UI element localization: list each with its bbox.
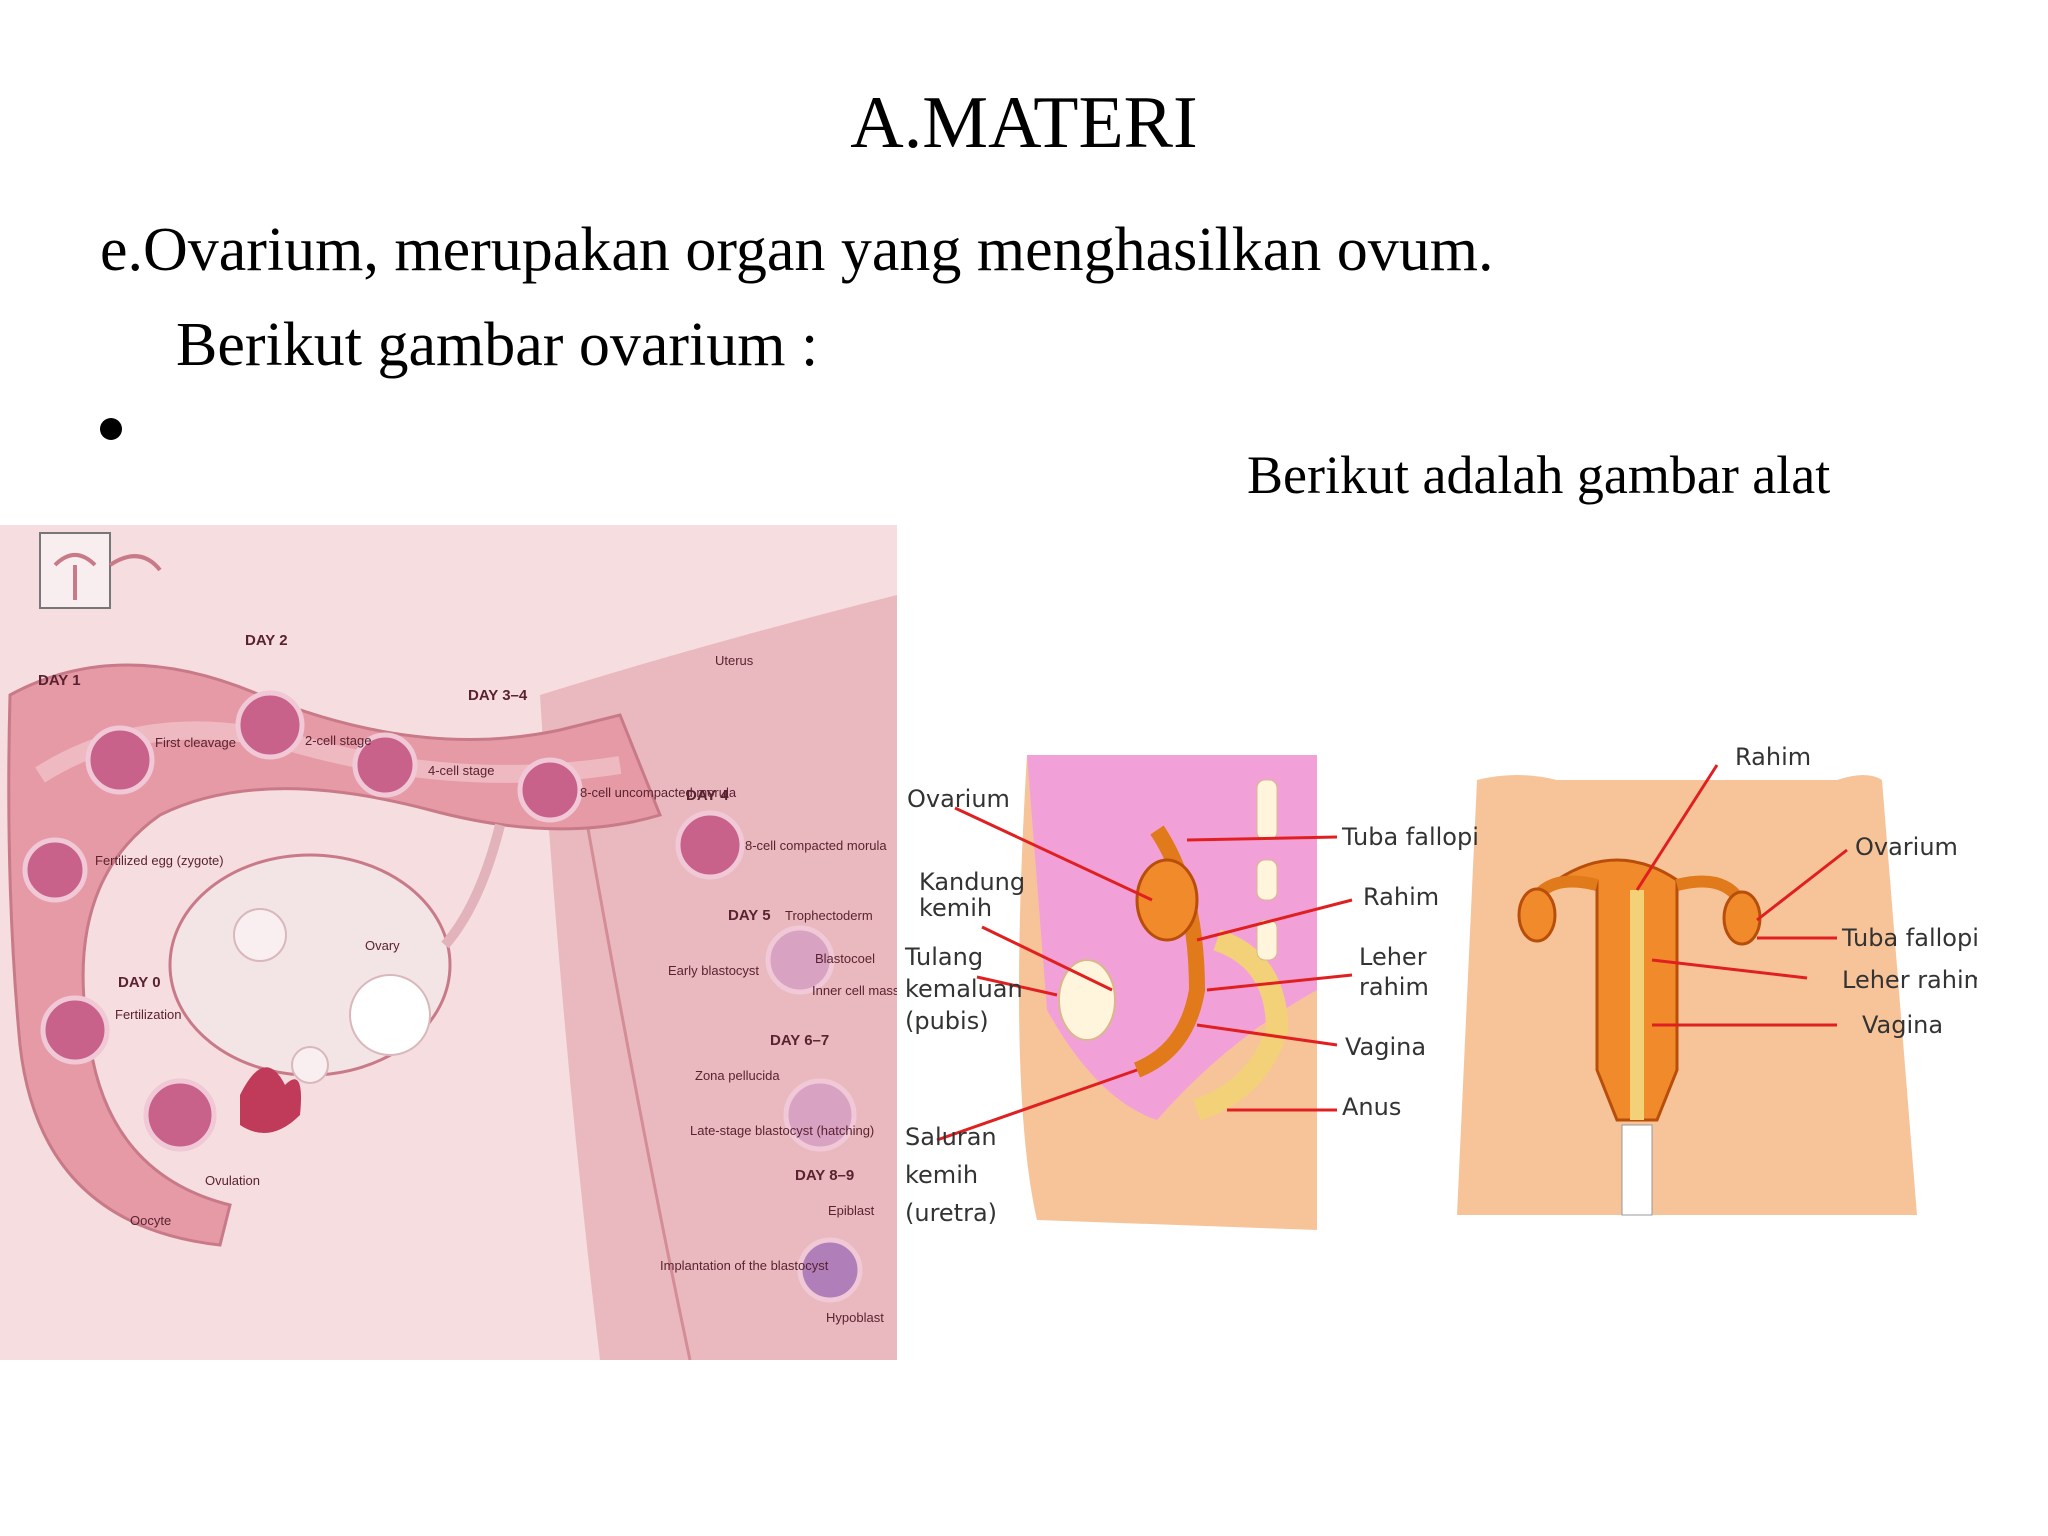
label-day0: DAY 0: [118, 974, 161, 991]
embryo-cell: [235, 690, 305, 760]
fallopian-tube-shape: [7, 663, 663, 1247]
label-implantation: Implantation of the blastocyst: [660, 1258, 829, 1273]
label-early-blastocyst: Early blastocyst: [668, 963, 759, 978]
label-oocyte: Oocyte: [130, 1213, 171, 1228]
label-uterus: Uterus: [715, 653, 754, 668]
label-first-cleavage: First cleavage: [155, 735, 236, 750]
label-day34: DAY 3–4: [468, 687, 528, 704]
label-day1: DAY 1: [38, 672, 81, 689]
label-day67: DAY 6–7: [770, 1032, 829, 1049]
label-trophectoderm: Trophectoderm: [785, 908, 873, 923]
label-day5: DAY 5: [728, 907, 771, 924]
label-four-cell: 4-cell stage: [428, 763, 494, 778]
embryo-cell: [143, 1078, 217, 1152]
embryo-cell: [517, 757, 583, 823]
front-view-diagram: [1457, 775, 1917, 1216]
label-side-rahim: Rahim: [1363, 883, 1439, 911]
side-view-diagram: [1019, 755, 1317, 1230]
embryo-cell: [352, 732, 418, 798]
label-front-rahim: Rahim: [1735, 743, 1811, 771]
embryo-cells: [22, 690, 863, 1303]
label-eight-cell-uncompacted: 8-cell uncompacted morula: [580, 785, 737, 800]
label-zona-pellucida: Zona pellucida: [695, 1068, 780, 1083]
label-side-vagina: Vagina: [1345, 1033, 1426, 1061]
embryo-cell: [40, 995, 110, 1065]
embryo-cell: [765, 925, 835, 995]
ovarium-definition: e.Ovarium, merupakan organ yang menghasi…: [100, 216, 1494, 284]
label-eight-cell-compacted: 8-cell compacted morula: [745, 838, 887, 853]
slide-title: A.MATERI: [850, 82, 1198, 164]
label-hypoblast: Hypoblast: [826, 1310, 884, 1325]
label-front-vagina: Vagina: [1862, 1011, 1943, 1039]
label-two-cell: 2-cell stage: [305, 733, 371, 748]
label-ovulation: Ovulation: [205, 1173, 260, 1188]
label-front-tuba-fallopi: Tuba fallopi: [1841, 924, 1977, 952]
label-day89: DAY 8–9: [795, 1167, 854, 1184]
embryo-cell: [797, 1237, 863, 1303]
ovulation-burst: [240, 1067, 301, 1133]
embryo-cell: [783, 1078, 857, 1152]
label-ovary: Ovary: [365, 938, 400, 953]
embryo-development-figure: DAY 2 DAY 1 DAY 3–4 Uterus First cleavag…: [0, 525, 897, 1360]
label-day4: DAY 4: [686, 787, 729, 804]
label-side-anus: Anus: [1342, 1093, 1401, 1121]
bullet-point: [100, 418, 122, 440]
label-fertilized-egg: Fertilized egg (zygote): [95, 853, 224, 868]
label-front-ovarium: Ovarium: [1855, 833, 1958, 861]
label-front-leher-rahim: Leher rahim: [1842, 966, 1977, 994]
label-inner-cell-mass: Inner cell mass: [812, 983, 897, 998]
embryo-cell: [22, 837, 88, 903]
label-epiblast: Epiblast: [828, 1203, 875, 1218]
label-late-stage-blastocyst: Late-stage blastocyst (hatching): [690, 1123, 874, 1138]
label-side-ovarium: Ovarium: [907, 785, 1010, 813]
label-day2: DAY 2: [245, 632, 288, 649]
label-side-tuba-fallopi: Tuba fallopi: [1341, 823, 1479, 851]
figure-intro: Berikut gambar ovarium :: [176, 311, 819, 379]
embryo-cell: [85, 725, 155, 795]
right-caption: Berikut adalah gambar alat: [1247, 445, 1831, 505]
label-blastocoel: Blastocoel: [815, 951, 875, 966]
label-fertilization: Fertilization: [115, 1007, 181, 1022]
embryo-cell: [675, 810, 745, 880]
